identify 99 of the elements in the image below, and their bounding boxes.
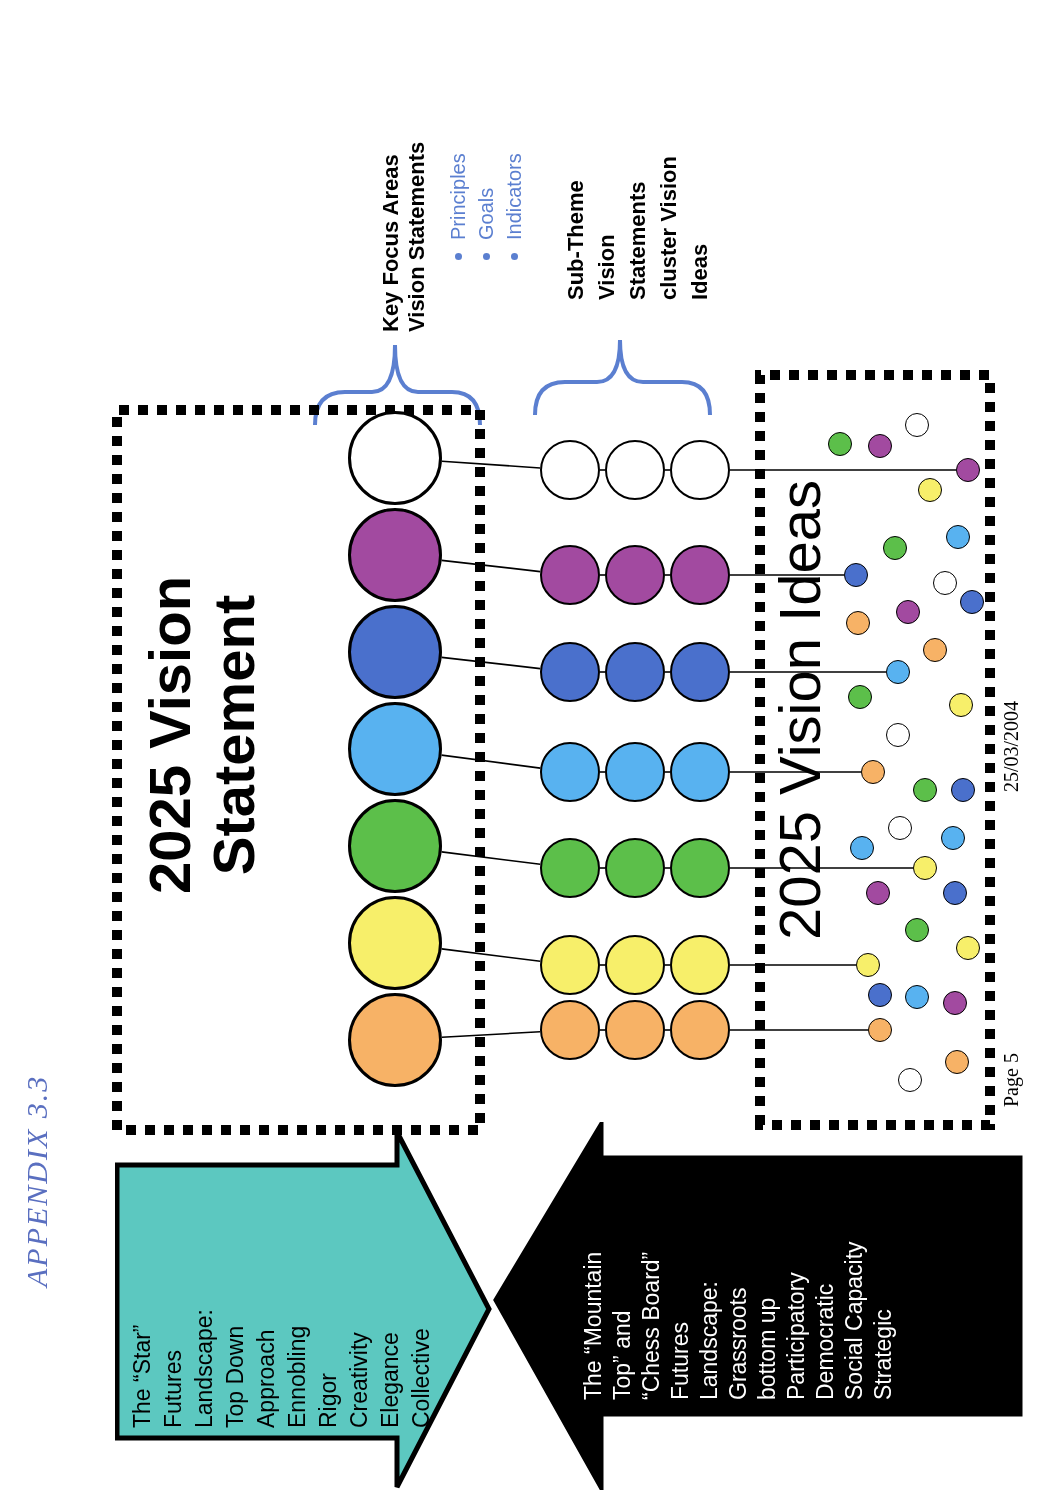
idea-circle [905,413,929,437]
idea-circle [946,525,970,549]
sub-theme-circle [670,1000,730,1060]
idea-circle [945,1050,969,1074]
sub-theme-circle [670,742,730,802]
sub-theme-circle [540,935,600,995]
idea-circle [868,983,892,1007]
sub-theme-circle [670,838,730,898]
connector-line [664,671,671,673]
connector-line [599,964,606,966]
idea-circle [896,600,920,624]
sub-theme-circle [605,838,665,898]
sub-theme-circle [540,838,600,898]
arrow-text: The “Star” Futures Landscape: Top Down Approach Ennobling Rigor Creativity Elegance Collective [128,1308,435,1428]
idea-circle [856,953,880,977]
sub-theme-circle [605,642,665,702]
idea-circle [848,685,872,709]
connector-line [440,948,542,963]
dotted-frame [112,405,485,1135]
arrow-shaped-panel [493,1122,1023,1490]
idea-circle [844,563,868,587]
sub-theme-circle [540,545,600,605]
frame-title: 2025 Vision Statement [138,574,266,897]
annotation-text: Sub-Theme Vision Statements cluster Vision Ideas [562,155,713,300]
sub-theme-circle [605,935,665,995]
sub-theme-circle [540,1000,600,1060]
handwritten-note: APPENDIX 3.3 [20,1074,54,1287]
connector-line [664,771,671,773]
connector-line [664,964,671,966]
sub-theme-circle [540,440,600,500]
list-item: Principles [446,153,470,240]
date-text: 25/03/2004 [1000,700,1023,792]
connector-line [599,574,606,576]
idea-circle [868,434,892,458]
idea-circle [943,991,967,1015]
connector-line [729,574,845,576]
arrow-text: The “Mountain Top” and “Chess Board” Futures Landscape: Grassroots bottom up Participatory Democratic Social Capacity Strategic [579,1240,897,1400]
idea-circle [956,458,980,482]
idea-circle [866,881,890,905]
idea-circle [918,478,942,502]
idea-circle [933,571,957,595]
idea-circle [828,432,852,456]
frame-title: 2025 Vision Ideas [769,478,831,943]
idea-circle [846,611,870,635]
connector-line [440,851,542,866]
idea-circle [850,836,874,860]
idea-circle [949,693,973,717]
page-number: Page 5 [1000,1053,1023,1107]
idea-circle [861,760,885,784]
connector-line [599,1029,606,1031]
sub-theme-circle [540,642,600,702]
idea-circle [888,816,912,840]
connector-line [664,574,671,576]
idea-circle [960,590,984,614]
idea-circle [905,985,929,1009]
connector-line [599,771,606,773]
annotation-text: Key Focus Areas Vision Statements [378,140,430,332]
sub-theme-circle [605,440,665,500]
idea-circle [956,936,980,960]
connector-line [599,469,606,471]
connector-line [664,867,671,869]
idea-circle [886,660,910,684]
connector-line [441,460,541,469]
dotted-frame [755,370,995,1130]
sub-theme-circle [540,742,600,802]
sub-theme-circle [670,440,730,500]
connector-line [441,1030,541,1039]
sub-theme-circle [670,935,730,995]
sub-theme-circle [605,1000,665,1060]
connector-line [440,656,541,670]
connector-line [729,671,887,673]
idea-circle [923,638,947,662]
connector-line [440,559,541,573]
sub-theme-circle [670,642,730,702]
idea-circle [943,881,967,905]
connector-line [729,867,914,869]
idea-circle [886,723,910,747]
connector-line [599,671,606,673]
connector-line [440,754,542,769]
idea-circle [905,918,929,942]
idea-circle [913,778,937,802]
sub-theme-circle [605,742,665,802]
idea-circle [941,826,965,850]
sub-theme-circle [605,545,665,605]
idea-circle [883,536,907,560]
sub-theme-circle [670,545,730,605]
idea-circle [913,856,937,880]
connector-line [729,1029,869,1031]
list-item: Indicators [502,153,526,240]
idea-circle [898,1068,922,1092]
connector-line [729,771,862,773]
connector-line [664,469,671,471]
idea-circle [951,778,975,802]
list-item: Goals [474,187,498,240]
idea-circle [868,1018,892,1042]
connector-line [664,1029,671,1031]
connector-line [729,964,857,966]
connector-line [729,469,957,471]
connector-line [599,867,606,869]
